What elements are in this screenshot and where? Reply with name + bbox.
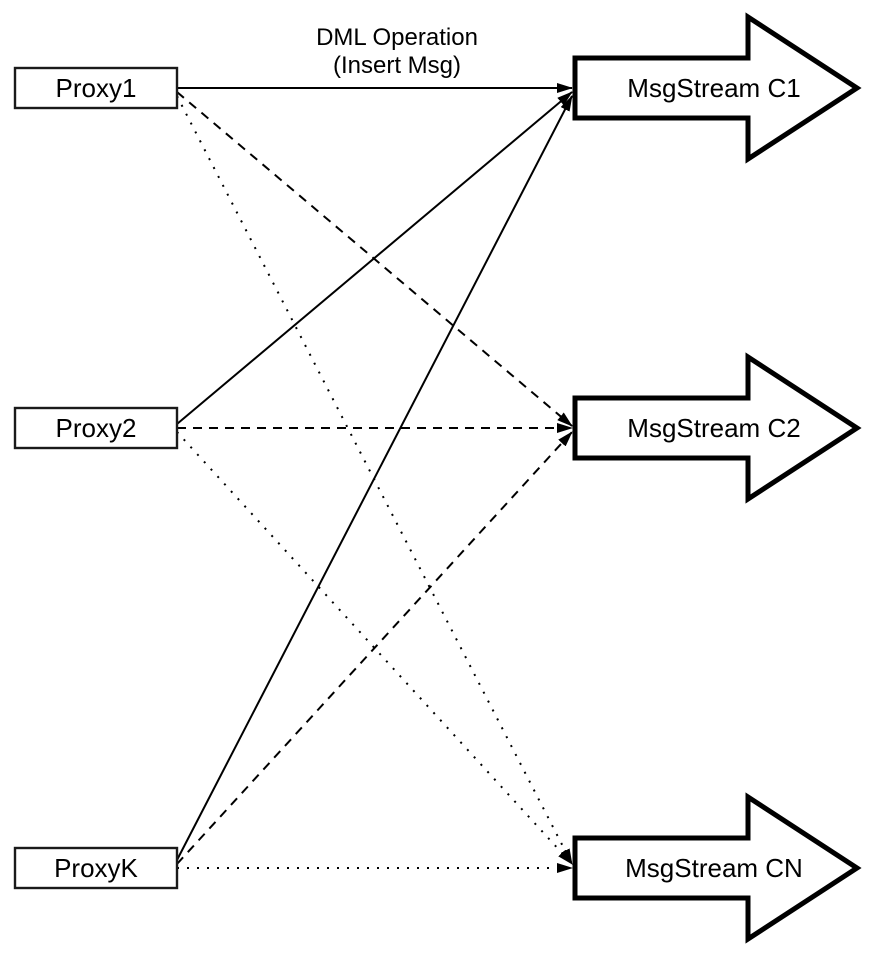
proxy1-label: Proxy1 xyxy=(56,73,137,103)
proxy2-box xyxy=(13,406,179,450)
msgstream-c2-arrow-shape xyxy=(572,352,862,504)
proxy2-label: Proxy2 xyxy=(56,413,137,443)
msgstream-cn-label: MsgStream CN xyxy=(625,853,803,883)
proxy1-box xyxy=(13,66,179,110)
proxyk-box xyxy=(13,846,179,890)
msgstream-cn-arrow-shape xyxy=(572,792,862,944)
edge-proxy2-to-c1-solid xyxy=(176,91,573,425)
msgstream-c1-node: MsgStream C1 xyxy=(572,12,862,164)
proxyk-node: ProxyK xyxy=(13,846,179,890)
msgstream-c2-label: MsgStream C2 xyxy=(627,413,800,443)
msgstream-c2-node: MsgStream C2 xyxy=(572,352,862,504)
proxy1-node: Proxy1 xyxy=(13,66,179,110)
proxyk-label: ProxyK xyxy=(54,853,138,883)
diagram-title-line2: (Insert Msg) xyxy=(333,52,461,79)
msgstream-c1-label: MsgStream C1 xyxy=(627,73,800,103)
diagram-title-line1: DML Operation xyxy=(316,24,478,51)
msgstream-cn-node: MsgStream CN xyxy=(572,792,862,944)
msgstream-c1-arrow-shape xyxy=(572,12,862,164)
edge-proxyk-to-c1-solid xyxy=(176,95,573,861)
edge-proxyk-to-c2-dashed xyxy=(176,431,573,865)
proxy2-node: Proxy2 xyxy=(13,406,179,450)
